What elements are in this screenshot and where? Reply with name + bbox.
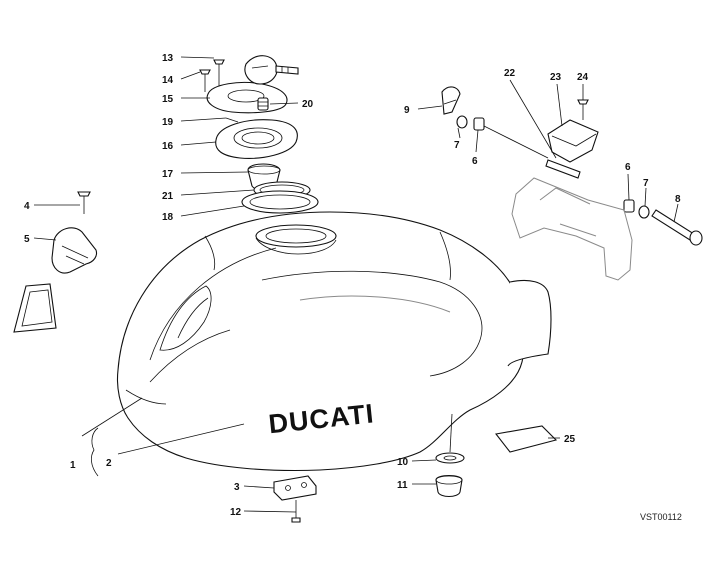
- callout-23: 23: [550, 72, 562, 83]
- callout-6-right: 6: [625, 162, 631, 173]
- callout-16: 16: [162, 141, 174, 152]
- callout-labels: 13 14 15 19 16 17 21 18 20 4 5 9 7 6 22 …: [24, 53, 681, 518]
- lower-parts: [273, 425, 558, 523]
- callout-15: 15: [162, 94, 174, 105]
- callout-1: 1: [70, 460, 76, 471]
- callout-25: 25: [564, 434, 576, 445]
- filler-cap-assembly: [199, 55, 319, 214]
- callout-21: 21: [162, 191, 174, 202]
- callout-22: 22: [504, 68, 516, 79]
- callout-3: 3: [234, 482, 240, 493]
- callout-5: 5: [24, 234, 30, 245]
- callout-10: 10: [397, 457, 409, 468]
- callout-24: 24: [577, 72, 589, 83]
- callout-18: 18: [162, 212, 174, 223]
- callout-7-left: 7: [454, 140, 460, 151]
- callout-17: 17: [162, 169, 174, 180]
- left-mount-clip: [13, 191, 98, 333]
- drawing-code: VST00112: [640, 512, 682, 522]
- callout-7-right: 7: [643, 178, 649, 189]
- callout-19: 19: [162, 117, 174, 128]
- callout-20: 20: [302, 99, 314, 110]
- callout-6-left: 6: [472, 156, 478, 167]
- callout-12: 12: [230, 507, 242, 518]
- callout-2: 2: [106, 458, 112, 469]
- callout-9: 9: [404, 105, 410, 116]
- leader-lines: [33, 56, 679, 513]
- callout-8: 8: [675, 194, 681, 205]
- callout-13: 13: [162, 53, 174, 64]
- callout-4: 4: [24, 201, 30, 212]
- right-bracket-assembly: [441, 86, 703, 281]
- callout-14: 14: [162, 75, 174, 86]
- callout-11: 11: [397, 480, 408, 491]
- fuel-tank: DUCATI: [116, 211, 552, 472]
